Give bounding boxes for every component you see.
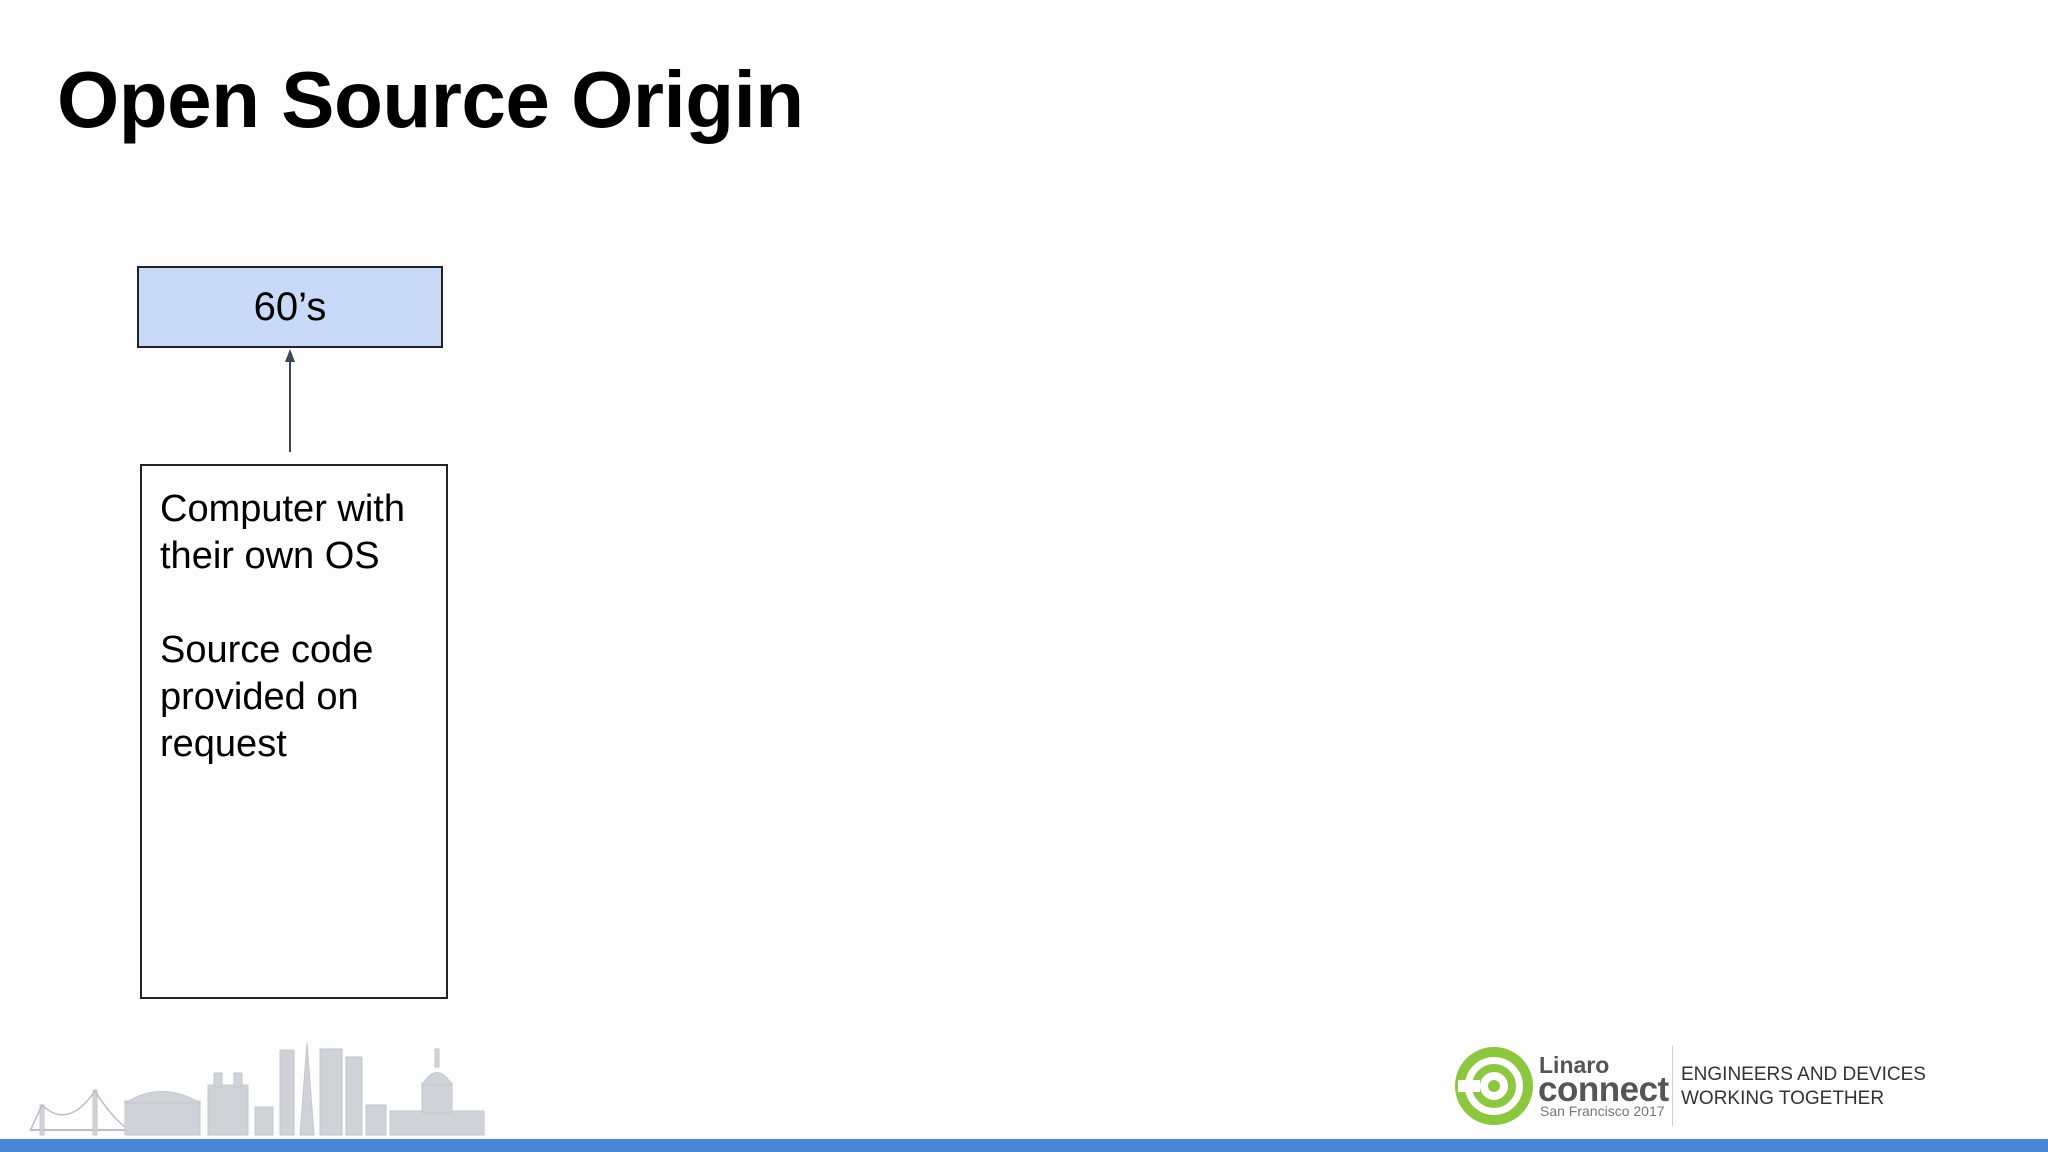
tagline-line: WORKING TOGETHER [1681,1088,1885,1109]
tagline: ENGINEERS AND DEVICES WORKING TOGETHER [1681,1063,1926,1111]
logo-brand: Linaro [1539,1052,1610,1078]
linaro-logo-icon [1455,1047,1533,1125]
description-box: Computer with their own OS Source code p… [140,464,448,999]
footer-bar [0,1139,2048,1152]
logo-divider [1672,1046,1673,1126]
tagline-line: ENGINEERS AND DEVICES [1681,1064,1926,1085]
description-line: Source code provided on request [160,629,374,765]
description-line: Computer with their own OS [160,488,405,577]
era-box: 60’s [137,266,443,348]
city-skyline-graphic [30,1042,485,1136]
slide-title: Open Source Origin [57,55,804,144]
era-label: 60’s [253,284,327,329]
logo-event: San Francisco 2017 [1540,1103,1665,1119]
logo-product: connect [1538,1070,1669,1109]
